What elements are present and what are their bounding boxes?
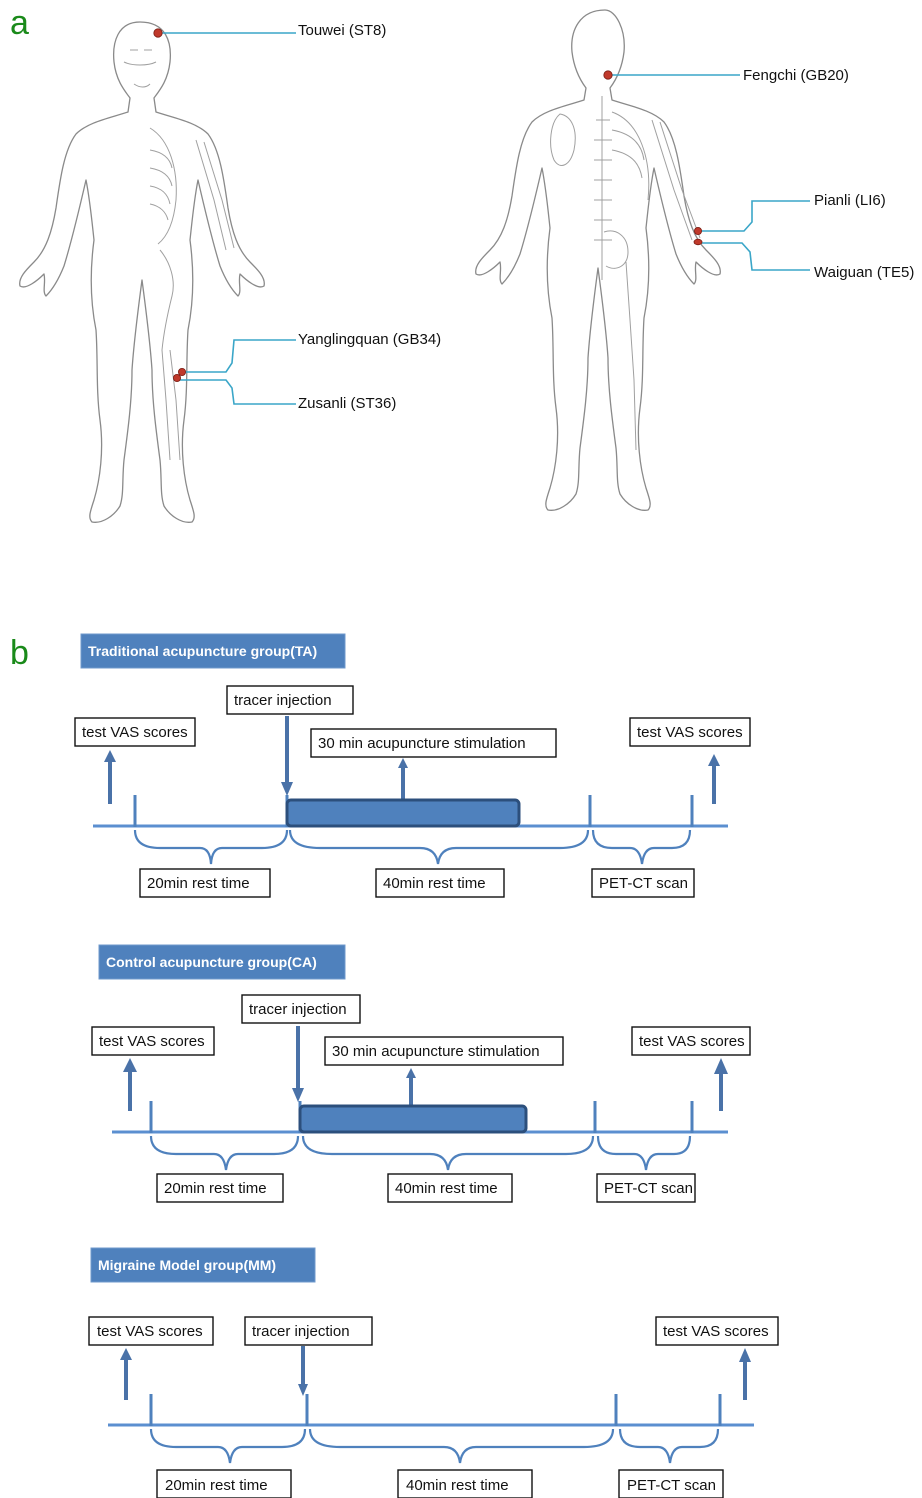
rest1-box — [156, 1469, 292, 1498]
arrow-head — [281, 782, 293, 796]
stimulation-bar — [298, 1104, 528, 1134]
rest2-label: 40min rest time — [395, 1180, 498, 1197]
arrow-head — [398, 758, 408, 768]
brace-rest2 — [308, 1428, 615, 1464]
rest2-box — [387, 1173, 513, 1203]
tracer-box — [244, 1316, 373, 1346]
timeline-group-ca: Control acupuncture group(CA) test VAS s… — [91, 944, 751, 1203]
acupoint-dot — [603, 70, 613, 80]
acupoint-dot — [172, 373, 181, 382]
arrow-head — [298, 1384, 308, 1396]
vas-before-label: test VAS scores — [82, 724, 188, 741]
timeline-group-ta: Traditional acupuncture group(TA) test V… — [74, 633, 751, 898]
front-body-figure — [19, 21, 265, 523]
vas-after-label: test VAS scores — [663, 1323, 769, 1340]
acupoint-dot — [177, 367, 186, 376]
vas-before-box — [88, 1316, 214, 1346]
scan-label: PET-CT scan — [604, 1180, 693, 1197]
brace-rest2 — [288, 829, 590, 865]
brace-scan — [618, 1428, 720, 1464]
acupoint-dot — [153, 28, 163, 38]
panel-letter-a: a — [10, 4, 29, 42]
group-title-ta: Traditional acupuncture group(TA) — [88, 643, 317, 659]
acupoint-dot — [694, 226, 703, 235]
rest1-label: 20min rest time — [164, 1180, 267, 1197]
group-header-ca — [98, 944, 346, 980]
brace-rest2 — [301, 1135, 595, 1171]
vas-after-box — [629, 717, 751, 747]
tracer-box — [226, 685, 354, 715]
rest2-box — [397, 1469, 533, 1498]
vas-before-box — [91, 1026, 215, 1056]
tracer-label: tracer injection — [252, 1323, 350, 1340]
rest1-label: 20min rest time — [165, 1477, 268, 1494]
arrow-head — [708, 754, 720, 766]
arrow-head — [104, 750, 116, 762]
stimulation-box — [310, 728, 557, 758]
acupoint-label-fengchi: Fengchi (GB20) — [743, 67, 849, 84]
vas-before-label: test VAS scores — [99, 1033, 205, 1050]
rest1-box — [139, 868, 271, 898]
rest1-box — [156, 1173, 284, 1203]
arrow-head — [123, 1058, 137, 1072]
acupoint-label-waiguan: Waiguan (TE5) — [814, 264, 914, 281]
vas-after-label: test VAS scores — [637, 724, 743, 741]
acupoint-waiguan: Waiguan (TE5) — [693, 238, 914, 281]
acupoint-fengchi: Fengchi (GB20) — [603, 67, 849, 84]
stimulation-bar — [285, 798, 521, 828]
acupoint-touwei: Touwei (ST8) — [153, 22, 386, 39]
arrow-head — [120, 1348, 132, 1360]
acupoint-pianli: Pianli (LI6) — [694, 192, 886, 235]
group-header-mm — [90, 1247, 316, 1283]
arrow-head — [714, 1058, 728, 1074]
acupoint-label-pianli: Pianli (LI6) — [814, 192, 886, 209]
arrow-head — [739, 1348, 751, 1362]
brace-rest1 — [149, 1135, 300, 1171]
brace-rest1 — [149, 1428, 307, 1464]
acupoint-dot — [693, 238, 703, 246]
scan-box — [591, 868, 695, 898]
vas-after-box — [655, 1316, 779, 1346]
vas-before-box — [74, 717, 196, 747]
brace-scan — [596, 1135, 692, 1171]
tracer-box — [241, 994, 361, 1024]
acupoint-label-yanglingquan: Yanglingquan (GB34) — [298, 331, 441, 348]
acupoint-label-touwei: Touwei (ST8) — [298, 22, 386, 39]
vas-after-label: test VAS scores — [639, 1033, 745, 1050]
scan-label: PET-CT scan — [599, 875, 688, 892]
group-header-ta — [80, 633, 346, 669]
vas-before-label: test VAS scores — [97, 1323, 203, 1340]
rest1-label: 20min rest time — [147, 875, 250, 892]
acupoint-label-zusanli: Zusanli (ST36) — [298, 395, 396, 412]
timeline-group-mm: Migraine Model group(MM) test VAS scores… — [88, 1247, 779, 1498]
arrow-head — [406, 1068, 416, 1078]
arrow-head — [292, 1088, 304, 1102]
rest2-label: 40min rest time — [406, 1477, 509, 1494]
stimulation-label: 30 min acupuncture stimulation — [332, 1043, 540, 1060]
stimulation-box — [324, 1036, 564, 1066]
group-title-ca: Control acupuncture group(CA) — [106, 954, 317, 970]
acupoint-yanglingquan: Yanglingquan (GB34) — [177, 331, 441, 376]
panel-letter-b: b — [10, 634, 29, 672]
acupoint-zusanli: Zusanli (ST36) — [172, 373, 396, 412]
scan-box — [596, 1173, 696, 1203]
stimulation-label: 30 min acupuncture stimulation — [318, 735, 526, 752]
rest2-label: 40min rest time — [383, 875, 486, 892]
scan-label: PET-CT scan — [627, 1477, 716, 1494]
scan-box — [618, 1469, 724, 1498]
tracer-label: tracer injection — [249, 1001, 347, 1018]
group-title-mm: Migraine Model group(MM) — [98, 1257, 276, 1273]
brace-scan — [591, 829, 692, 865]
tracer-label: tracer injection — [234, 692, 332, 709]
back-body-figure — [475, 9, 721, 511]
vas-after-box — [631, 1026, 751, 1056]
brace-rest1 — [133, 829, 289, 865]
rest2-box — [375, 868, 505, 898]
